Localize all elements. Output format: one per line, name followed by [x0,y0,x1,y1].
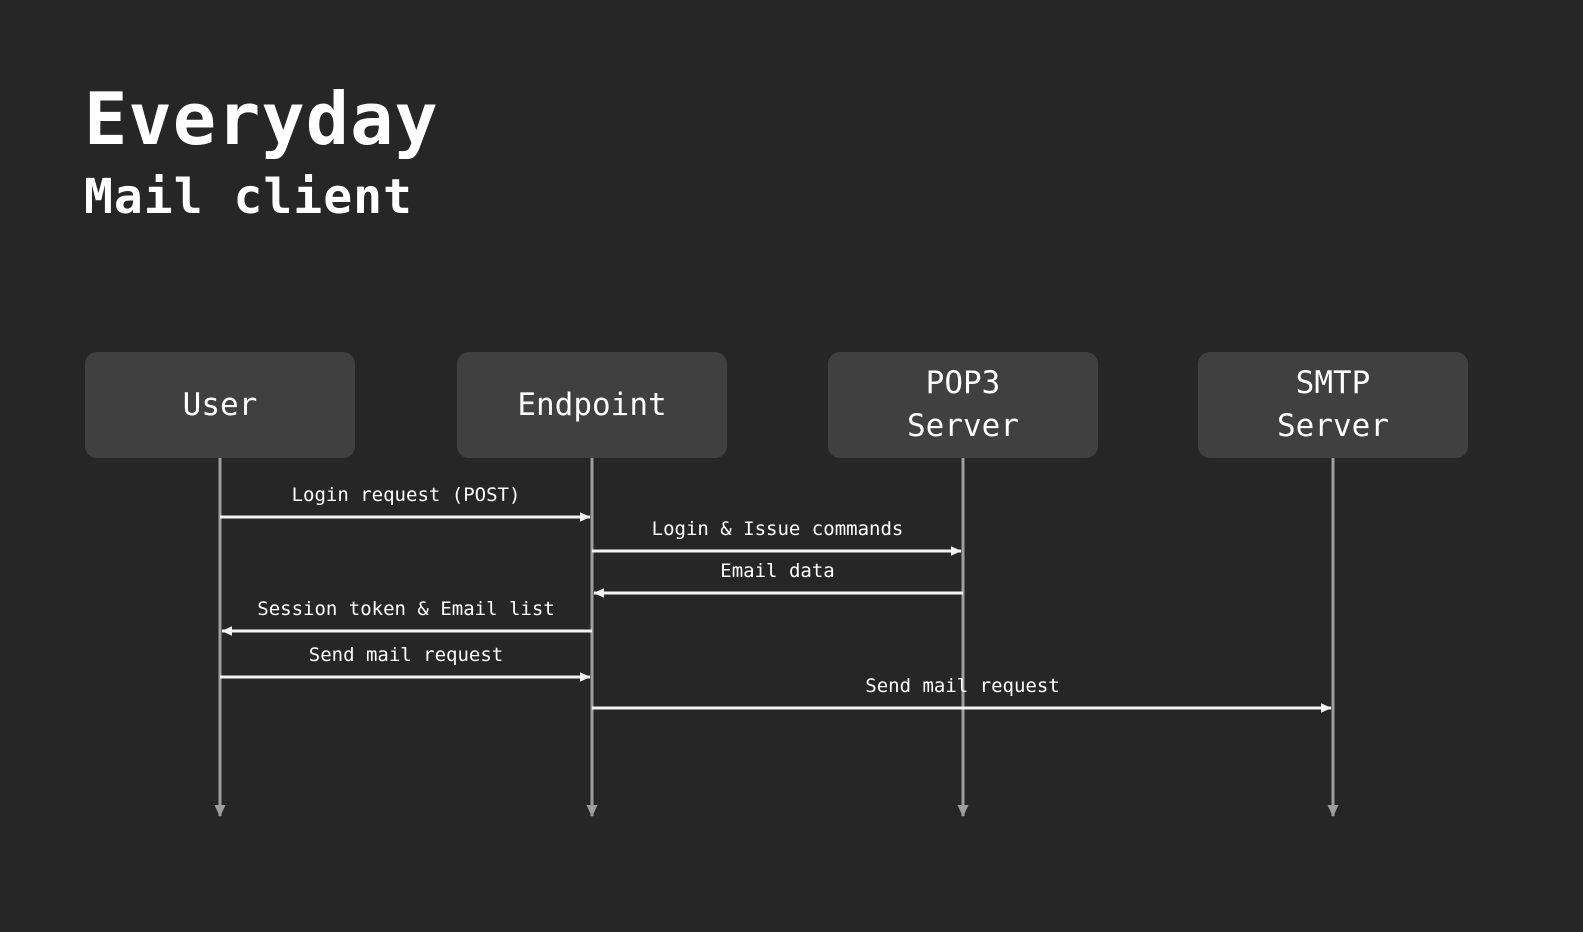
page-title: Everyday [84,77,439,161]
message-arrows-group [220,512,1332,713]
message-label-5: Send mail request [308,644,504,666]
actor-label-endpoint: Endpoint [517,386,667,423]
message-label-6: Send mail request [865,675,1060,697]
message-label-3: Email data [720,560,835,582]
message-label-1: Login request (POST) [291,484,521,506]
actor-box-pop3[interactable]: POP3 Server [828,352,1098,458]
actor-box-smtp[interactable]: SMTP Server [1198,352,1468,458]
actor-box-endpoint[interactable]: Endpoint [457,352,727,458]
message-label-4: Session token & Email list [257,598,555,620]
message-label-2: Login & Issue commands [651,518,904,540]
actor-label-pop3: POP3 Server [907,365,1019,444]
lifelines-group [214,458,1339,817]
actor-label-user: User [182,386,258,423]
actor-label-smtp: SMTP Server [1277,365,1389,444]
actor-box-user[interactable]: User [85,352,355,458]
title-block: Everyday Mail client [84,78,439,226]
page-subtitle: Mail client [84,169,413,225]
